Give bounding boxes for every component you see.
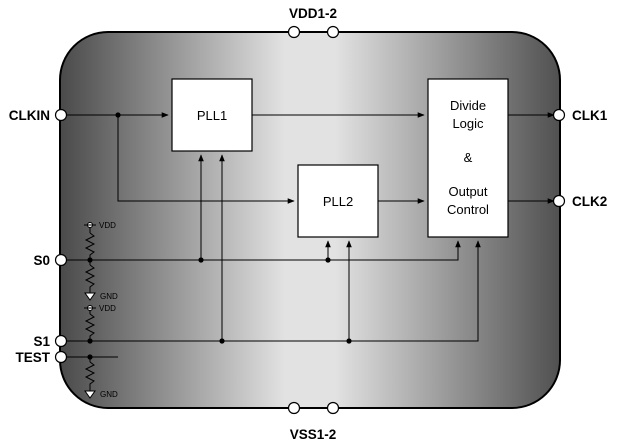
vdd-symbol-s1: VDD: [84, 304, 116, 313]
test-pin-label: TEST: [15, 350, 50, 365]
vdd-label-s1: VDD: [99, 304, 116, 313]
divide-output-block: Divide Logic & Output Control: [427, 78, 509, 238]
vdd-label-s0: VDD: [99, 221, 116, 230]
junction-dots: [87, 112, 352, 360]
s0-pin-label: S0: [33, 253, 50, 268]
vdd-symbol-s0: VDD: [84, 221, 116, 230]
gnd-label-s0: GND: [100, 292, 118, 301]
gnd-symbol-test: GND: [84, 390, 118, 399]
gnd-symbol-s0: GND: [84, 292, 118, 301]
pll2-label: PLL2: [323, 194, 353, 209]
pll2-block: PLL2: [297, 164, 379, 238]
vss-pin-label: VSS1-2: [290, 427, 337, 442]
ampersand-label: &: [464, 150, 473, 165]
clkin-pin-label: CLKIN: [9, 108, 50, 123]
output-label: Output: [448, 184, 487, 199]
pll1-label: PLL1: [197, 108, 227, 123]
control-label: Control: [447, 202, 489, 217]
divide-label: Divide: [450, 98, 486, 113]
s1-pin-label: S1: [33, 334, 50, 349]
pin-circles: [54, 25, 566, 415]
vdd-pin-label: VDD1-2: [289, 6, 337, 21]
gnd-label-test: GND: [100, 390, 118, 399]
pll1-block: PLL1: [171, 78, 253, 152]
logic-label: Logic: [452, 116, 484, 131]
clk1-pin-label: CLK1: [572, 108, 608, 123]
clk2-pin-label: CLK2: [572, 194, 607, 209]
